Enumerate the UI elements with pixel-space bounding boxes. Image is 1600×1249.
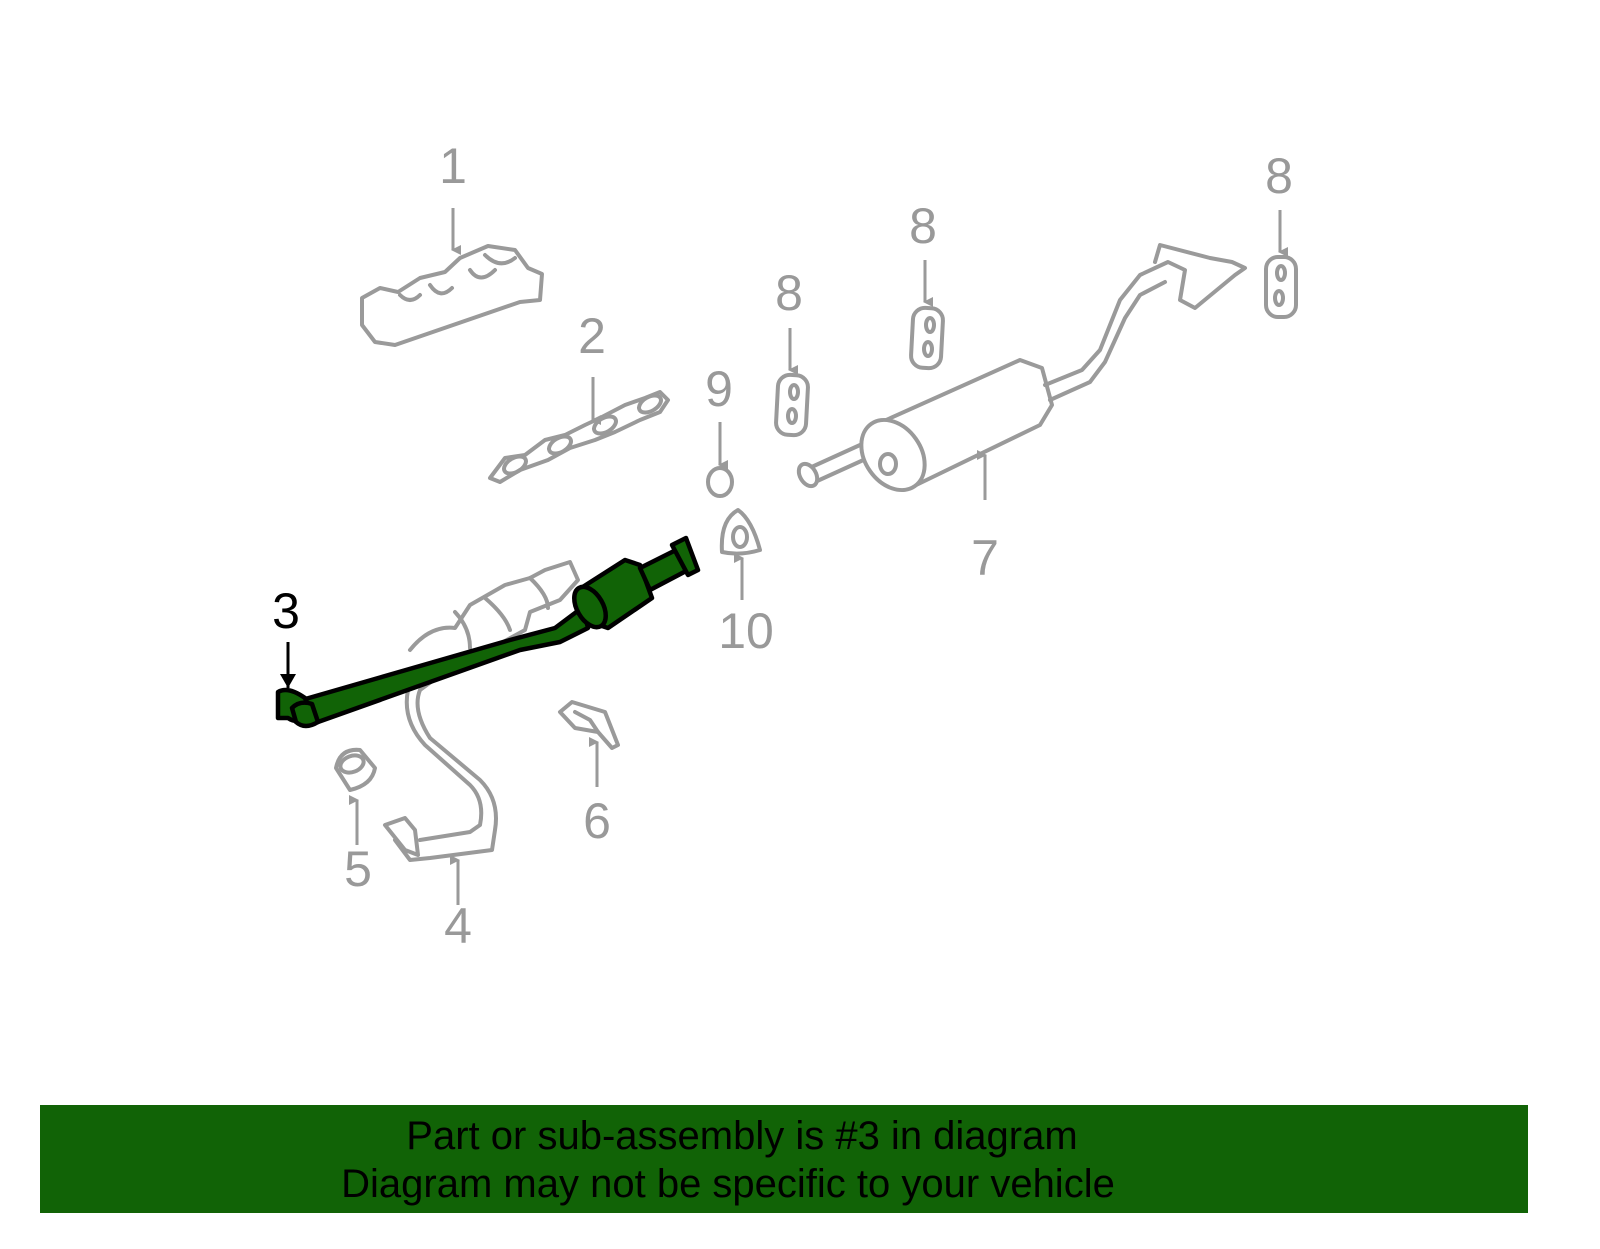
part-10-flange-gasket[interactable]	[719, 508, 762, 556]
part-2-gasket[interactable]	[488, 390, 670, 484]
banner-line-2: Diagram may not be specific to your vehi…	[341, 1162, 1115, 1206]
callout-8c[interactable]: 8	[1265, 148, 1293, 204]
callout-10[interactable]: 10	[718, 603, 774, 659]
part-3-converter-pipe[interactable]	[275, 535, 701, 729]
part-7-muffler[interactable]	[795, 243, 1247, 502]
callout-5[interactable]: 5	[344, 841, 372, 897]
callout-arrows	[280, 208, 1288, 905]
callout-9[interactable]: 9	[705, 361, 733, 417]
part-8-hanger-b[interactable]	[909, 305, 945, 371]
part-5-insulator[interactable]	[334, 747, 377, 792]
part-1-exhaust-manifold[interactable]	[360, 244, 544, 347]
callout-8a[interactable]: 8	[775, 265, 803, 321]
part-8-hanger-c[interactable]	[1264, 255, 1298, 319]
banner-line-1: Part or sub-assembly is #3 in diagram	[406, 1114, 1078, 1158]
callout-1[interactable]: 1	[439, 138, 467, 194]
part-8-hanger-a[interactable]	[774, 372, 810, 438]
part-6-bracket[interactable]	[558, 700, 620, 750]
callout-8b[interactable]: 8	[909, 198, 937, 254]
part-4-front-pipe[interactable]	[383, 560, 580, 862]
info-banner: Part or sub-assembly is #3 in diagram Di…	[40, 1105, 1528, 1213]
callout-4[interactable]: 4	[444, 898, 472, 954]
callout-2[interactable]: 2	[578, 308, 606, 364]
callout-6[interactable]: 6	[583, 793, 611, 849]
part-9-seal[interactable]	[706, 466, 734, 498]
callout-7[interactable]: 7	[971, 530, 999, 586]
callout-3[interactable]: 3	[272, 583, 300, 639]
